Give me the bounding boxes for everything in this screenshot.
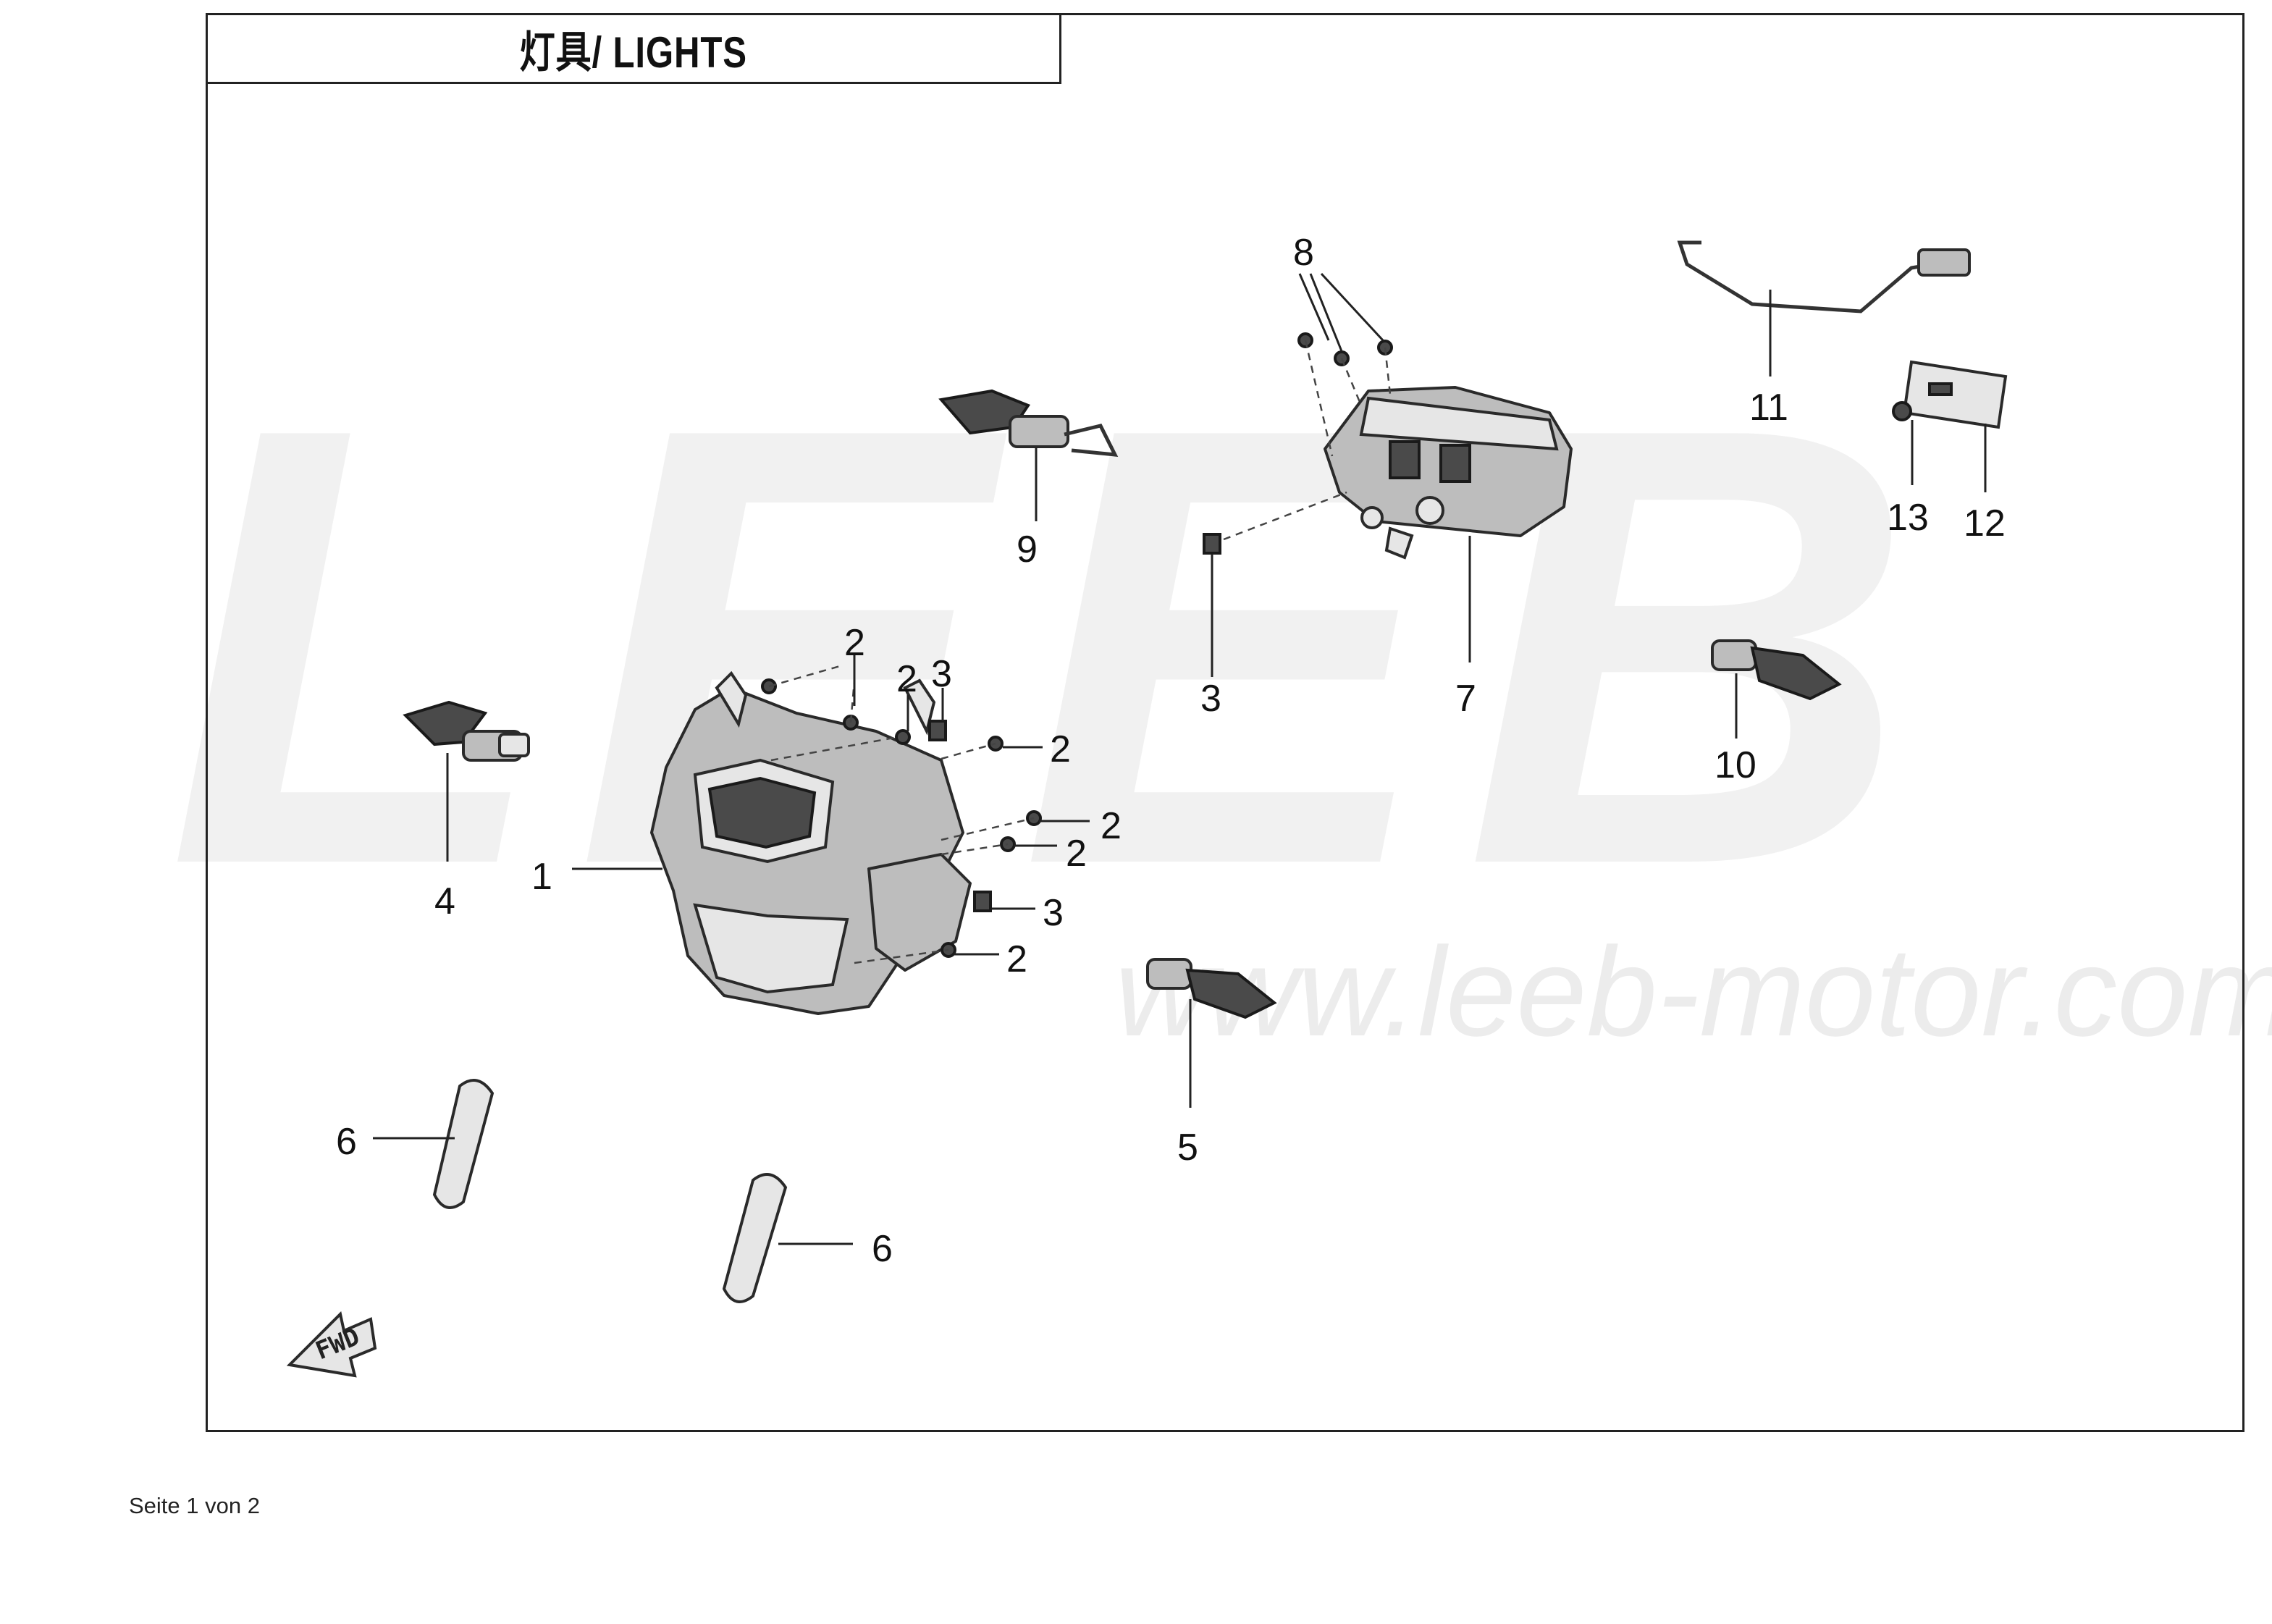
title-box: 灯具/ LIGHTS: [206, 13, 1061, 84]
diagram-frame: [206, 13, 2244, 1432]
callout-3-a: 3: [931, 653, 952, 695]
callout-2-a: 2: [844, 622, 865, 664]
headlight-assembly: [650, 670, 972, 1015]
callout-13: 13: [1887, 497, 1929, 539]
callout-9: 9: [1017, 529, 1038, 571]
watermark-brand: LEEB: [167, 298, 1943, 994]
page-footer: Seite 1 von 2: [129, 1493, 260, 1518]
license-plate-light: [1902, 360, 2008, 429]
callout-labels: 1 2 2 3 2 2 2 3 2 4 5 6 6 3 7 8 9 10 11 …: [336, 232, 2006, 1270]
callout-2-e: 2: [1066, 833, 1087, 875]
callout-1: 1: [531, 856, 552, 898]
callout-2-b: 2: [896, 658, 917, 700]
callout-2-d: 2: [1101, 805, 1122, 847]
callout-6-b: 6: [872, 1228, 893, 1270]
turn-signal-front-left: [403, 700, 530, 762]
callout-5: 5: [1177, 1127, 1198, 1169]
turn-signal-rear-right: [1711, 639, 1842, 701]
nut-13: [1892, 401, 1912, 421]
rear-light-screws: [1223, 332, 1393, 541]
watermark: LEEB www.leeb-motor.com: [167, 298, 2272, 1063]
callout-8: 8: [1293, 232, 1314, 274]
headlight-fasteners: [761, 665, 1042, 964]
reflectors: [432, 1079, 788, 1303]
page-title: 灯具/ LIGHTS: [519, 28, 748, 77]
license-light-wire: [1677, 240, 1971, 314]
callout-2-f: 2: [1006, 938, 1027, 980]
turn-signal-front-right: [938, 389, 1119, 457]
callout-3-b: 3: [1043, 892, 1064, 934]
callout-4: 4: [434, 880, 455, 922]
rear-light-unit: [1324, 386, 1573, 560]
callout-6-a: 6: [336, 1121, 357, 1163]
watermark-url: www.leeb-motor.com: [1115, 922, 2272, 1063]
callout-7: 7: [1455, 678, 1476, 720]
callout-11: 11: [1749, 387, 1788, 429]
leader-lines: [373, 272, 1987, 1245]
turn-signal-rear-left: [1146, 958, 1277, 1019]
clip-3-rear: [1203, 533, 1221, 555]
callout-3-c: 3: [1200, 678, 1221, 720]
callout-2-c: 2: [1050, 728, 1071, 770]
callout-12: 12: [1964, 502, 2006, 544]
callout-10: 10: [1714, 744, 1756, 786]
